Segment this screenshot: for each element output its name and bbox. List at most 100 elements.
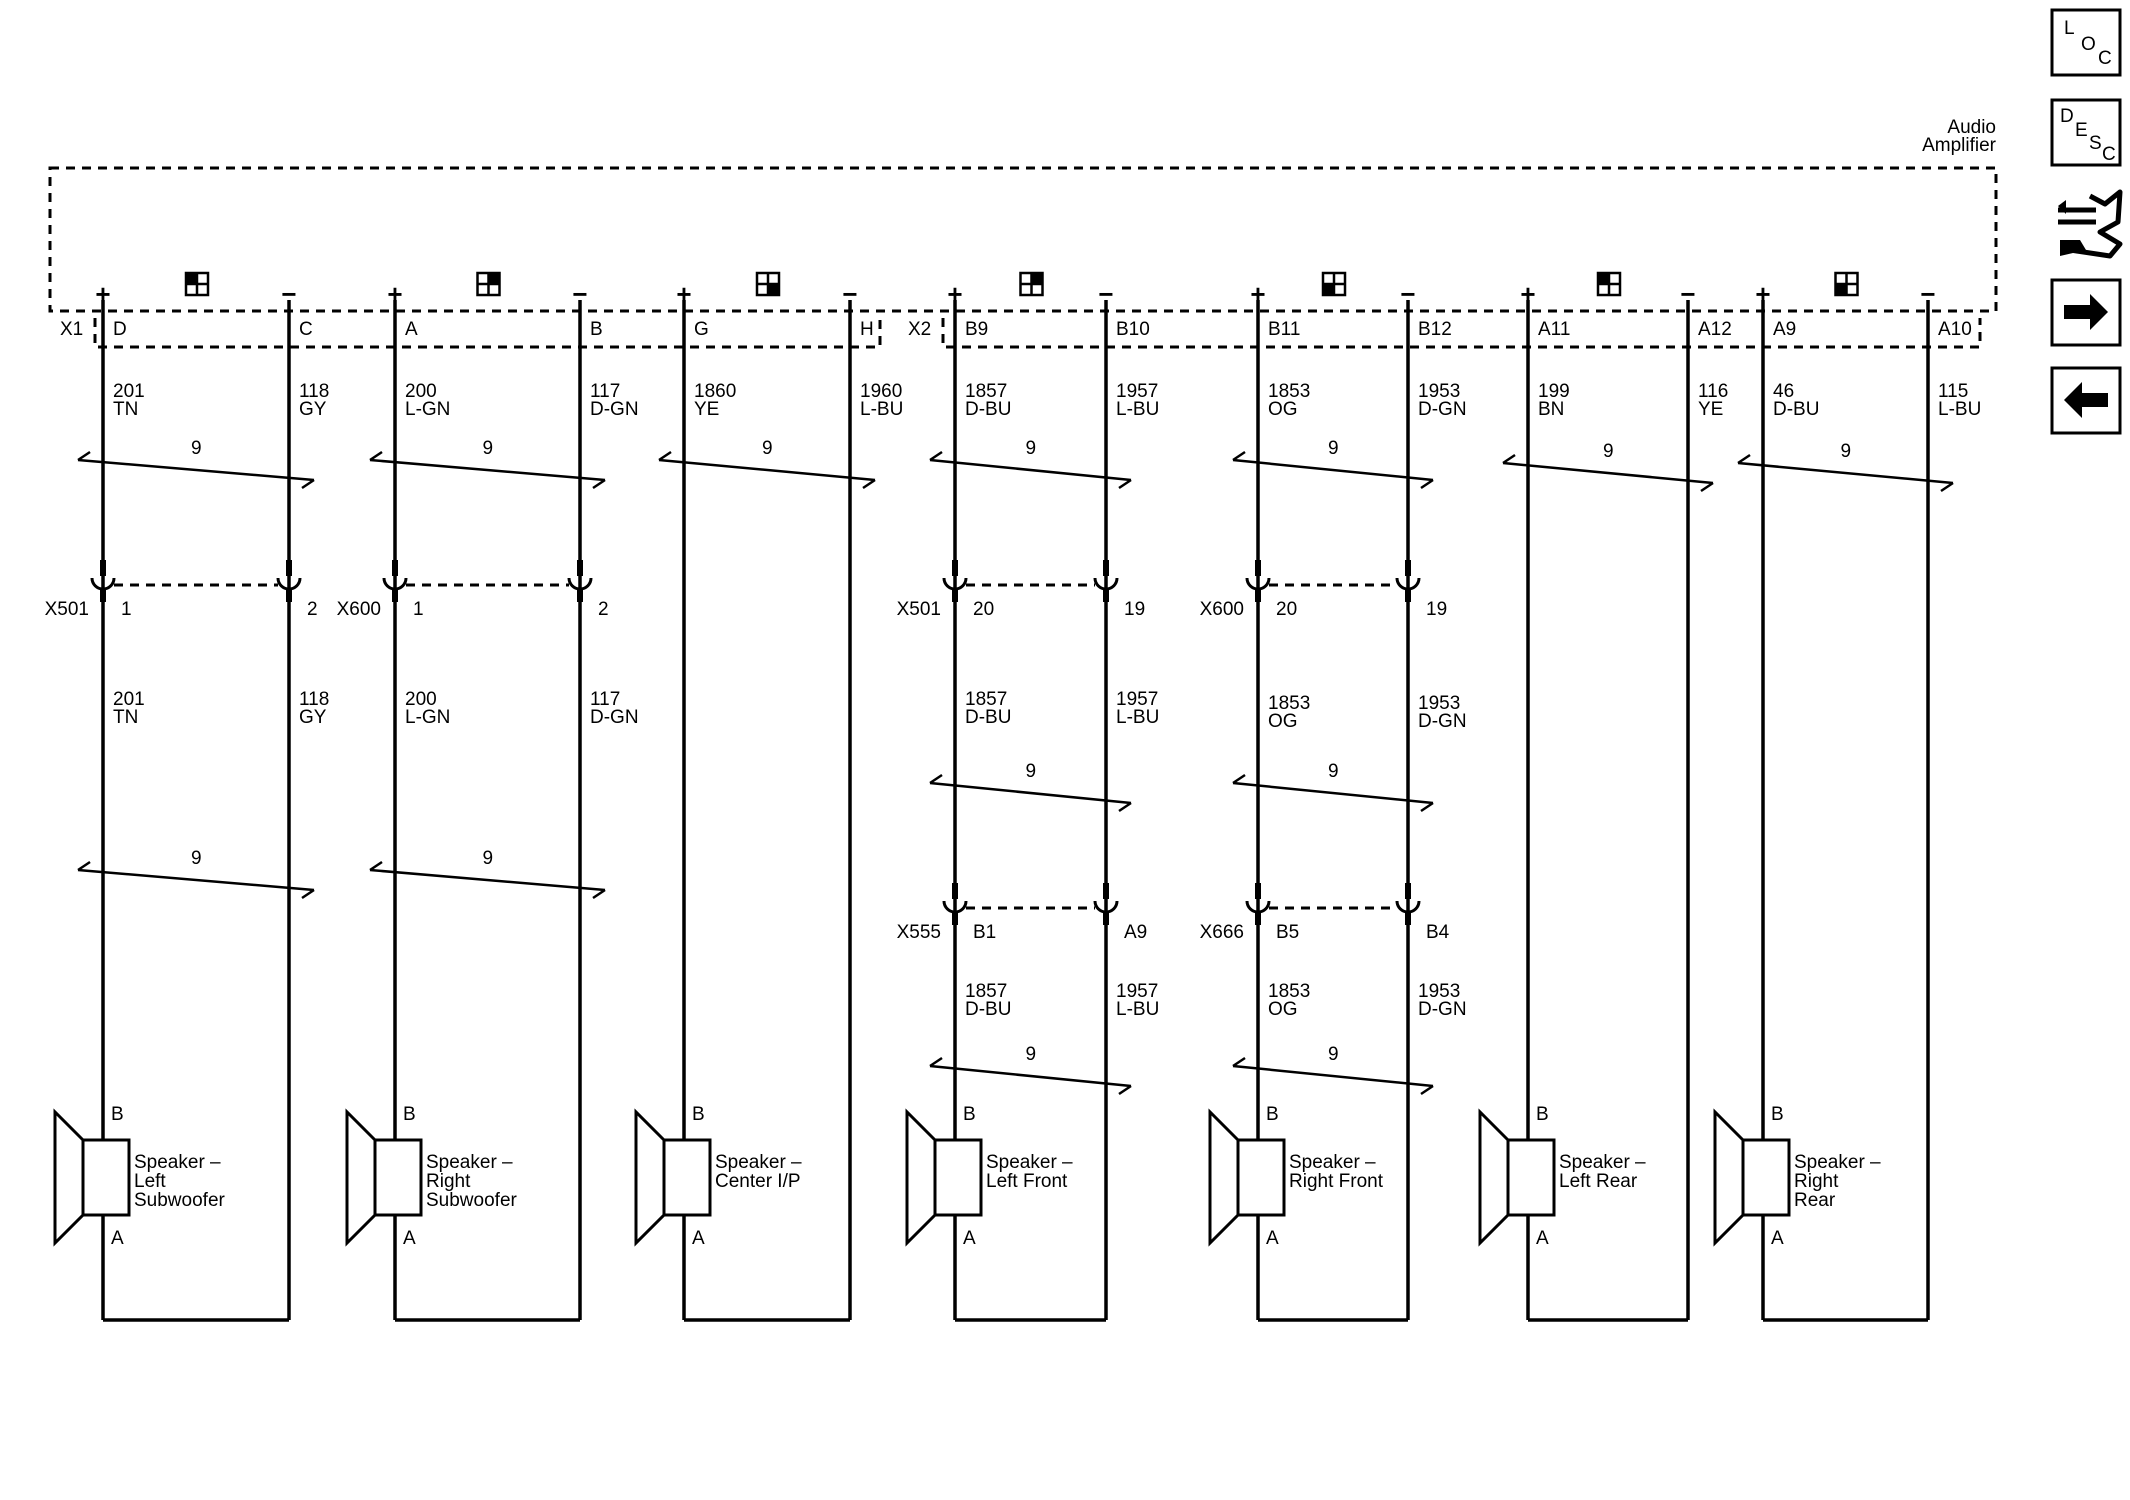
inline-pin-minus: 2 <box>307 599 318 620</box>
circuit-number: 199 <box>1538 381 1570 402</box>
previous-arrow-icon[interactable] <box>2050 366 2122 435</box>
shielded-audio-icon <box>184 271 210 297</box>
shielded-audio-icon <box>1019 271 1044 297</box>
connector-x1-label: X1 <box>60 319 83 340</box>
wire-color: TN <box>113 707 138 728</box>
wire-color: D-BU <box>1773 399 1819 420</box>
twisted-pair-marker: 9 <box>1737 441 1954 493</box>
amp-pin-minus: C <box>299 319 313 340</box>
speaker-name-line1: Speaker – <box>426 1152 513 1173</box>
speaker-name-line3: Subwoofer <box>134 1190 226 1211</box>
inline-pin-minus: 2 <box>598 599 609 620</box>
amp-pin-minus: B12 <box>1418 319 1452 340</box>
twisted-pair-marker: 9 <box>929 761 1132 813</box>
loc-letter-l: L <box>2064 18 2075 39</box>
speaker-cone-icon <box>345 1108 377 1247</box>
wire-color: D-BU <box>965 399 1011 420</box>
circuit-number: 1953 <box>1418 693 1460 714</box>
amp-pin-plus: D <box>113 319 127 340</box>
twist-count-label: 9 <box>1328 761 1339 782</box>
speaker-pin-b: B <box>403 1104 416 1125</box>
speaker-pin-a: A <box>1266 1228 1279 1249</box>
circuit-number: 1860 <box>694 381 736 402</box>
amp-pin-minus: H <box>860 319 874 340</box>
component-connector-icon[interactable] <box>2058 189 2123 259</box>
minus-terminal-mark: − <box>1680 279 1695 309</box>
twisted-pair-marker: 9 <box>77 848 315 900</box>
twisted-pair-marker: 9 <box>929 1044 1132 1096</box>
speaker-name-line2: Right Front <box>1289 1171 1384 1192</box>
desc-letter-c: C <box>2102 144 2116 165</box>
speaker-pin-b: B <box>963 1104 976 1125</box>
twist-count-label: 9 <box>1328 438 1339 459</box>
circuit-number: 115 <box>1938 381 1968 402</box>
circuit-number: 201 <box>113 689 145 710</box>
amp-pin-minus: B <box>590 319 603 340</box>
component-title-line1: Audio <box>1947 117 1996 138</box>
twist-count-label: 9 <box>1026 438 1037 459</box>
circuit-number: 1857 <box>965 689 1007 710</box>
speaker-pin-a: A <box>1536 1228 1549 1249</box>
twist-count-label: 9 <box>483 438 494 459</box>
inline-pin-minus: A9 <box>1124 922 1147 943</box>
twisted-pair-marker: 9 <box>929 438 1132 490</box>
twisted-pair-marker: 9 <box>77 438 315 490</box>
speaker-pin-a: A <box>403 1228 416 1249</box>
circuit-number: 117 <box>590 689 620 710</box>
inline-connector-x555: X555 B1 A9 <box>897 883 1147 943</box>
speaker-pin-b: B <box>1266 1104 1279 1125</box>
wire-color: OG <box>1268 399 1298 420</box>
circuit-number: 1953 <box>1418 381 1460 402</box>
twisted-pair-marker: 9 <box>369 438 606 490</box>
circuit-number: 46 <box>1773 381 1794 402</box>
shielded-audio-icon <box>1596 271 1622 297</box>
speaker-name-line2: Left Rear <box>1559 1171 1638 1192</box>
plus-terminal-mark: + <box>95 279 110 309</box>
inline-connector-name: X501 <box>45 599 89 620</box>
speaker-name-line1: Speaker – <box>1794 1152 1881 1173</box>
inline-connector-name: X555 <box>897 922 941 943</box>
inline-pin-plus: B1 <box>973 922 996 943</box>
speaker-cone-icon <box>1208 1108 1240 1247</box>
twisted-pair-marker: 9 <box>658 438 876 490</box>
wire-color: L-BU <box>1938 399 1981 420</box>
shielded-audio-icon <box>1834 271 1859 297</box>
speaker-cone-icon <box>905 1108 937 1247</box>
desc-letter-d: D <box>2060 106 2074 127</box>
speaker-magnet-icon <box>373 1138 423 1217</box>
next-arrow-icon[interactable] <box>2050 278 2122 347</box>
wire-color: L-BU <box>860 399 903 420</box>
circuit-number: 200 <box>405 381 437 402</box>
speaker-pin-b: B <box>1771 1104 1784 1125</box>
speaker-name-line2: Right <box>1794 1171 1839 1192</box>
speaker-name-line2: Left Front <box>986 1171 1068 1192</box>
speaker-name-line2: Left <box>134 1171 166 1192</box>
speaker-pin-a: A <box>963 1228 976 1249</box>
wire-color: L-BU <box>1116 999 1159 1020</box>
speaker-pin-b: B <box>692 1104 705 1125</box>
wire-color: D-GN <box>590 707 639 728</box>
speaker-cone-icon <box>634 1108 666 1247</box>
wire-color: D-GN <box>1418 999 1467 1020</box>
wire-color: D-GN <box>1418 399 1467 420</box>
plus-terminal-mark: + <box>947 279 962 309</box>
wire-color: D-GN <box>590 399 639 420</box>
speaker-name-line1: Speaker – <box>986 1152 1073 1173</box>
wire-color: L-GN <box>405 707 450 728</box>
location-button[interactable]: LOC <box>2050 8 2122 77</box>
inline-pin-plus: 1 <box>121 599 132 620</box>
plus-terminal-mark: + <box>1250 279 1265 309</box>
speaker-name-line1: Speaker – <box>1289 1152 1376 1173</box>
wire-color: OG <box>1268 999 1298 1020</box>
twist-count-label: 9 <box>1841 441 1852 462</box>
